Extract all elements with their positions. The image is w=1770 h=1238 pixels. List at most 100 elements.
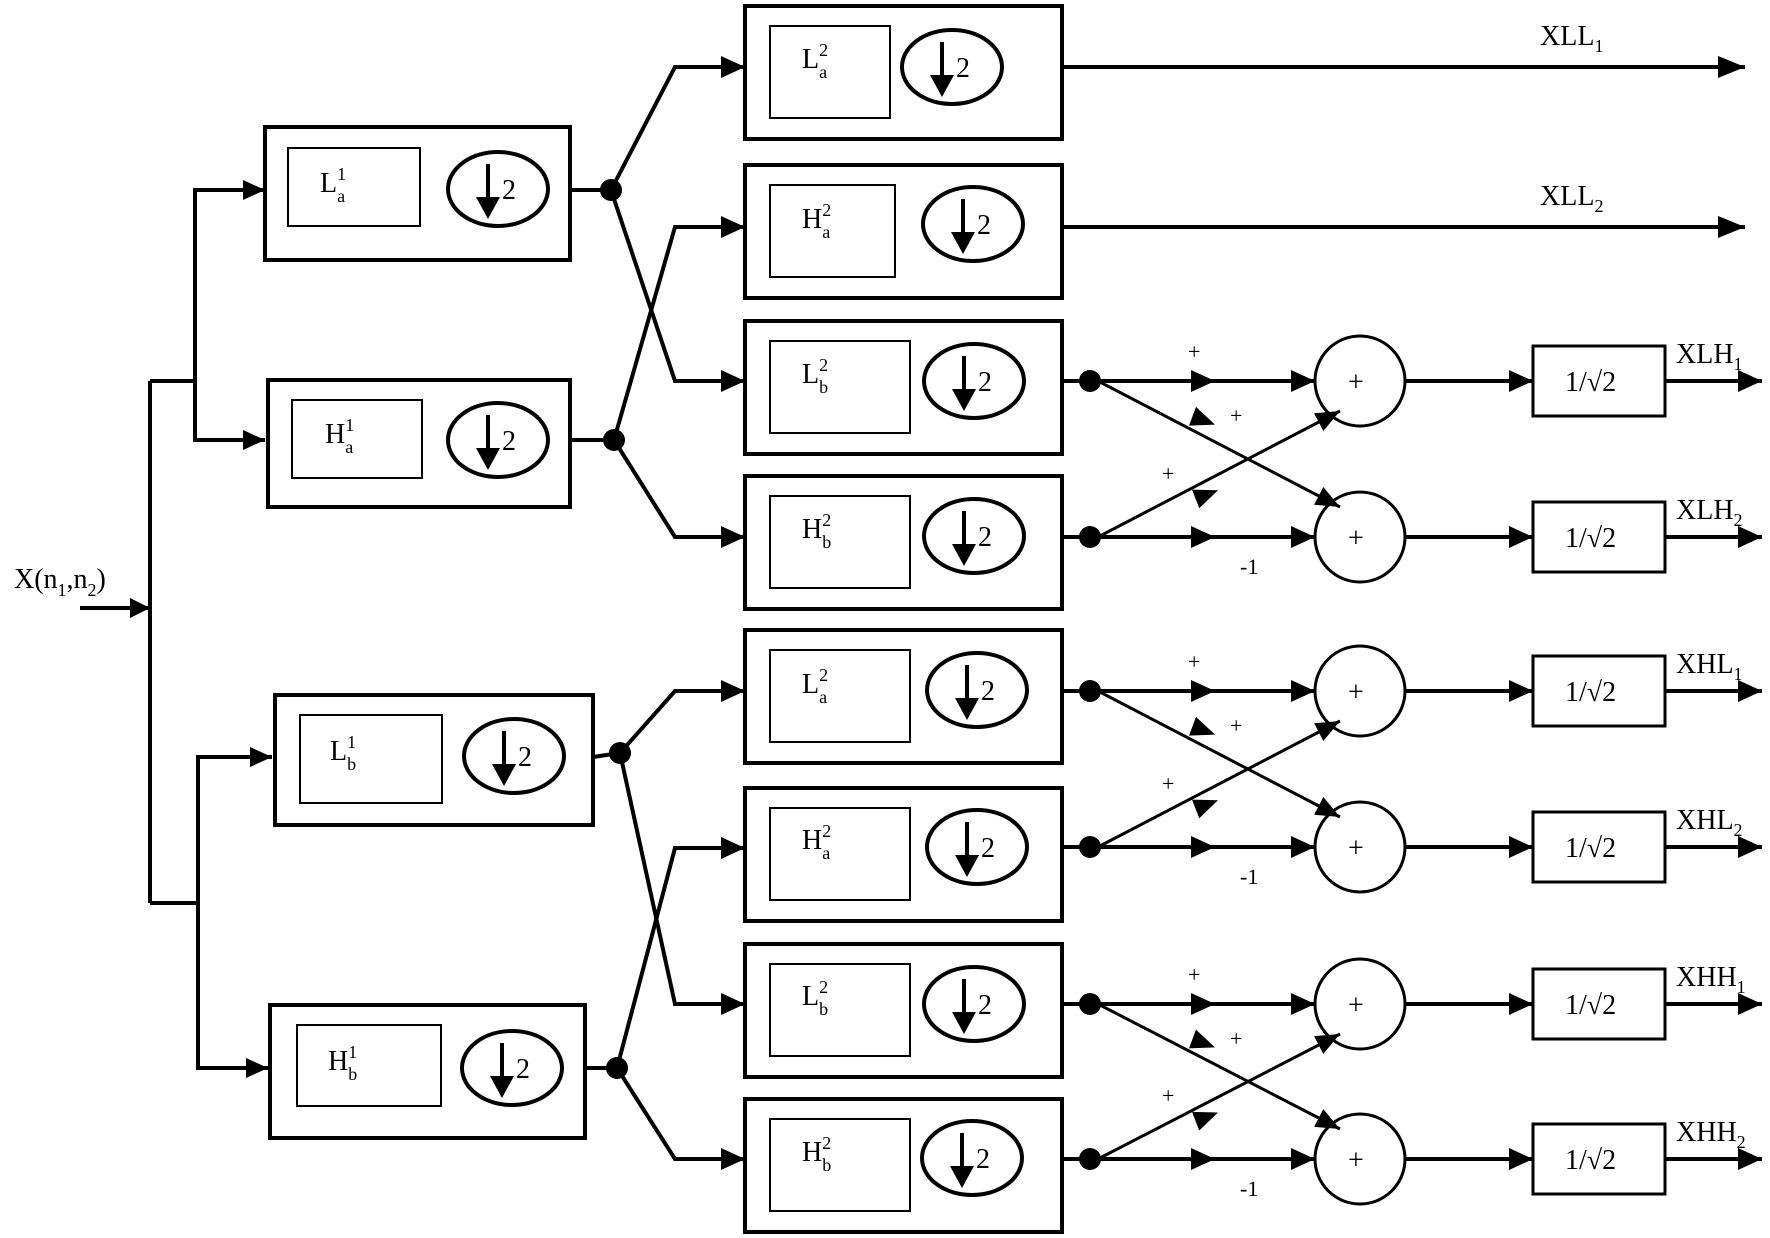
cross-line-up <box>1097 719 1341 849</box>
arrowhead <box>1314 721 1340 741</box>
downsample-factor: 2 <box>978 367 992 398</box>
output-label: XHL2 <box>1676 805 1743 840</box>
downsample-factor: 2 <box>956 53 970 84</box>
downsample-factor: 2 <box>502 426 516 457</box>
arrowhead <box>955 698 979 720</box>
sign-minus-one: -1 <box>1240 554 1258 579</box>
downsample-factor: 2 <box>978 990 992 1021</box>
arrowhead <box>476 448 500 470</box>
downsample-ellipse <box>900 28 1004 106</box>
arrowhead <box>1314 487 1340 507</box>
arrowhead <box>1191 1148 1215 1170</box>
scale-box <box>1531 344 1667 418</box>
arrowhead <box>721 837 745 859</box>
arrowhead <box>721 1148 745 1170</box>
arrowhead <box>721 370 745 392</box>
sum-symbol: + <box>1348 1145 1364 1176</box>
arrowhead <box>951 232 975 254</box>
arrowhead <box>1509 993 1533 1015</box>
scale-box <box>1531 810 1667 884</box>
arrowhead <box>1191 526 1215 548</box>
arrowhead <box>1738 680 1762 702</box>
scale-box <box>1531 1122 1667 1196</box>
arrowhead <box>952 1012 976 1034</box>
xll2-label: XLL2 <box>1540 181 1603 216</box>
sign-plus: + <box>1188 962 1200 987</box>
downsample-ellipse <box>460 1029 564 1107</box>
level2-filter-2-label-box <box>769 184 896 278</box>
sum-symbol: + <box>1348 833 1364 864</box>
output-label: XHH2 <box>1676 1117 1746 1152</box>
sign-plus: + <box>1162 461 1174 486</box>
arrowhead <box>1314 797 1340 817</box>
sign-plus: + <box>1162 771 1174 796</box>
downsample-ellipse <box>925 651 1029 729</box>
scale-label: 1/√2 <box>1565 523 1616 554</box>
arrowhead <box>1738 1148 1762 1170</box>
output-label: XHH1 <box>1676 962 1746 997</box>
arrowhead <box>955 855 979 877</box>
arrowhead <box>1314 411 1340 431</box>
input-arrowhead <box>130 598 150 618</box>
arrowhead <box>721 680 745 702</box>
arrowhead <box>1314 1034 1340 1054</box>
sum-symbol: + <box>1348 677 1364 708</box>
output-label: XHL1 <box>1676 649 1743 684</box>
scale-box <box>1531 500 1667 574</box>
level2-filter-8-label-box <box>769 1118 911 1212</box>
sum-symbol: + <box>1348 523 1364 554</box>
downsample-ellipse <box>446 401 550 479</box>
branch-to-H1a <box>193 381 265 442</box>
arrowhead <box>952 544 976 566</box>
level2-filter-7-label-box <box>769 963 911 1057</box>
arrowhead <box>1291 836 1315 858</box>
sum-symbol: + <box>1348 990 1364 1021</box>
arrowhead <box>1509 1148 1533 1170</box>
downsample-factor: 2 <box>981 833 995 864</box>
downsample-ellipse <box>921 185 1025 263</box>
input-wiring: X(n1,n2) <box>14 180 272 1078</box>
downsample-ellipse <box>446 150 550 228</box>
cross-line-down <box>1097 379 1341 509</box>
downsample-factor: 2 <box>978 522 992 553</box>
level2-filter-6-label-box <box>769 807 911 901</box>
arrowhead <box>1191 836 1215 858</box>
arrowhead <box>721 56 745 78</box>
branch-to-H1b <box>196 903 268 1070</box>
scale-label: 1/√2 <box>1565 677 1616 708</box>
arrowhead <box>1189 716 1215 736</box>
downsample-ellipse <box>462 717 566 795</box>
level1-filter-4-label-box <box>296 1024 442 1107</box>
level2-filter-4-label-box <box>769 495 911 589</box>
downsample-ellipse <box>922 497 1026 575</box>
level2-filter-3-label-box <box>769 340 911 434</box>
arrowhead <box>1191 993 1215 1015</box>
arrowhead <box>1192 489 1218 509</box>
direct-outputs: XLL1 XLL2 <box>1062 21 1745 238</box>
arrowhead <box>1191 680 1215 702</box>
sign-plus: + <box>1230 403 1242 428</box>
level1-filter-1-label-box <box>287 147 421 227</box>
arrowhead <box>1509 526 1533 548</box>
level1-filter-2-label-box <box>291 399 423 479</box>
downsample-factor: 2 <box>516 1054 530 1085</box>
